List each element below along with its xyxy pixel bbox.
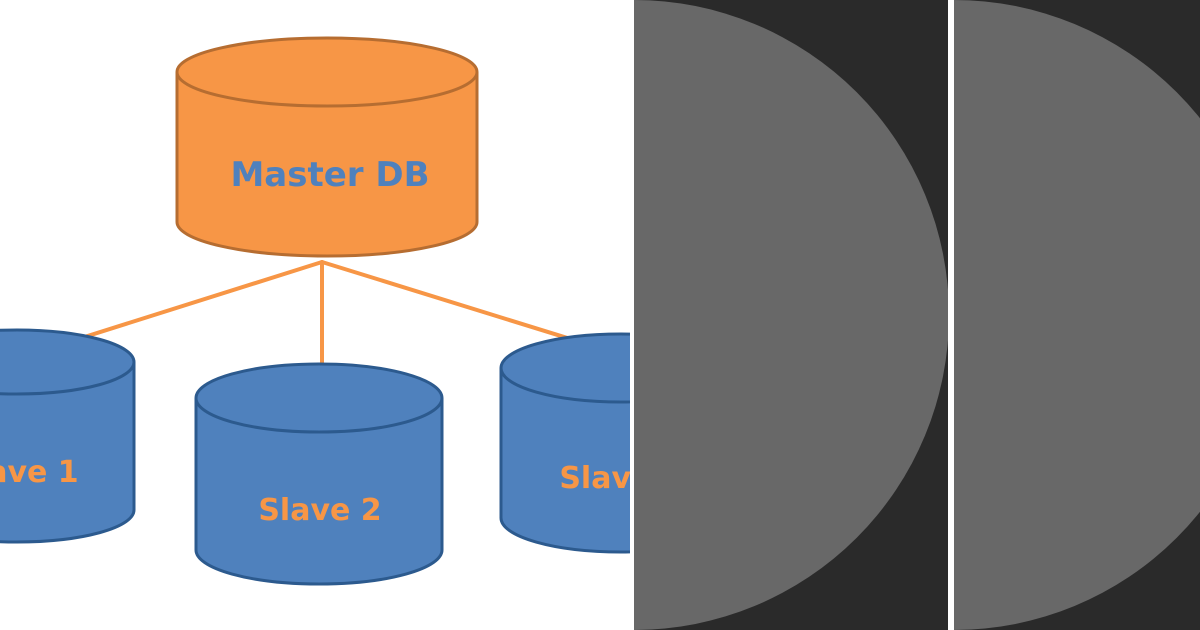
- slave-3-label: Slave 3: [559, 461, 682, 496]
- slave-2-label: Slave 2: [258, 493, 381, 528]
- slave-1-body: [0, 362, 136, 544]
- overlay-disc-1: [634, 0, 948, 630]
- slave-3-body: [499, 368, 630, 554]
- master-db-top: [175, 36, 479, 108]
- overlay-panel: [630, 0, 1200, 630]
- master-db-cylinder: [175, 36, 479, 258]
- overlay-disc-2: [954, 0, 1200, 630]
- slave-1-label: Slave 1: [0, 455, 79, 490]
- slave-2-body: [194, 398, 444, 586]
- master-db-label: Master DB: [230, 155, 429, 195]
- slave-1-cylinder: [0, 328, 136, 544]
- slave-3-top: [499, 332, 630, 404]
- slave-2-cylinder: [194, 362, 444, 586]
- slave-2-top: [194, 362, 444, 434]
- overlay-divider-middle: [948, 0, 954, 630]
- slave-1-top: [0, 328, 136, 396]
- overlay-divider-left: [630, 0, 634, 630]
- diagram-area: Master DB Slave 1 Slave 2 Slave 3: [0, 36, 682, 586]
- master-db-body: [175, 72, 479, 258]
- slave-3-cylinder: [499, 332, 630, 554]
